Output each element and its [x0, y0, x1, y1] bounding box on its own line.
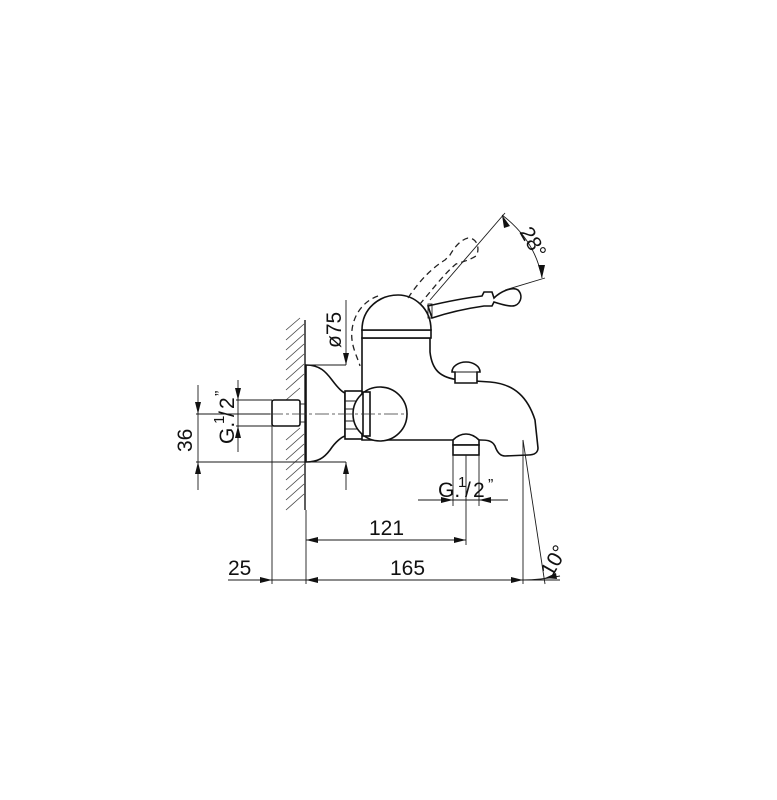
label-spout-angle: 10°	[536, 541, 572, 580]
svg-text:1: 1	[211, 416, 228, 424]
wall-flange	[305, 364, 346, 463]
tap-body	[361, 337, 539, 457]
label-outlet-thread: G. 1 / 2 ”	[438, 474, 493, 502]
lever-handle-alt	[351, 237, 479, 367]
dim-lever-angle	[429, 212, 546, 301]
svg-text:2: 2	[473, 479, 485, 502]
svg-text:1: 1	[458, 474, 466, 491]
svg-text:2: 2	[216, 397, 239, 409]
svg-text:G.: G.	[216, 422, 239, 444]
label-lever-angle: 28°	[515, 223, 551, 262]
inlet-connector	[271, 399, 307, 427]
label-36: 36	[174, 429, 197, 452]
label-121: 121	[369, 517, 404, 540]
svg-text:/: /	[465, 479, 471, 502]
svg-text:/: /	[216, 411, 239, 417]
dim-36	[195, 385, 306, 490]
diverter-knob	[451, 361, 481, 384]
svg-text:”: ”	[213, 391, 230, 396]
dim-165	[228, 577, 560, 583]
label-diameter-75: ø75	[323, 312, 346, 348]
dim-diameter-75	[306, 300, 349, 490]
cartridge-cap	[361, 294, 432, 339]
dim-spout-angle	[522, 573, 561, 581]
outlet-connector	[452, 433, 480, 456]
label-25: 25	[228, 557, 251, 580]
dim-outlet-thread	[418, 455, 508, 506]
svg-text:G.: G.	[438, 479, 460, 502]
svg-text:”: ”	[488, 477, 493, 494]
lever-handle	[426, 287, 522, 320]
dim-121	[306, 537, 466, 543]
dim-inlet-thread	[235, 380, 272, 452]
label-165: 165	[390, 557, 425, 580]
label-inlet-thread: G. 1 / 2 ”	[211, 391, 239, 444]
